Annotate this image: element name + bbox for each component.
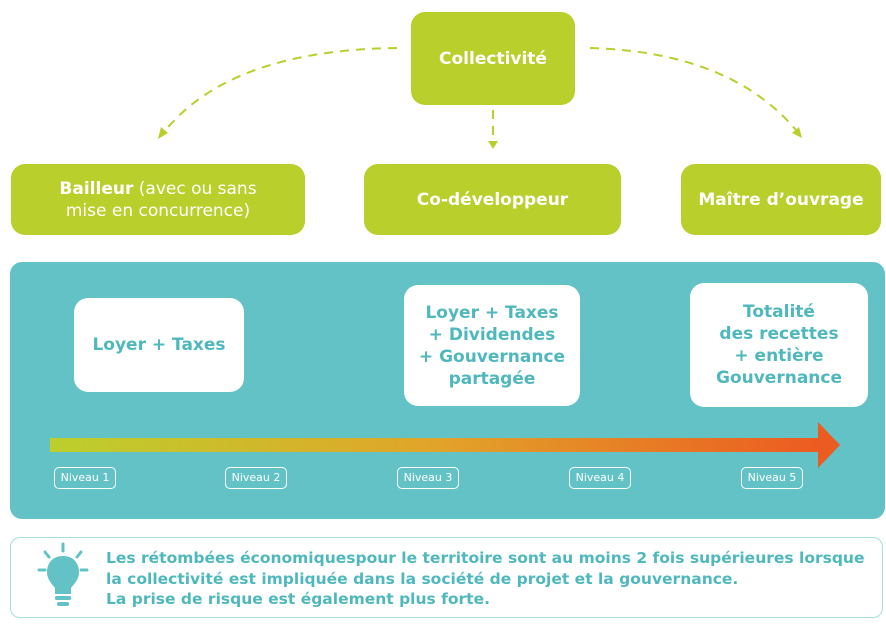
connector-right [589,47,797,131]
role-co-developpeur: Co-développeur [364,164,621,235]
role-bailleur: Bailleur (avec ou sans mise en concurren… [11,164,305,235]
connector-arrows [158,47,802,149]
revenue-box-level1: Loyer + Taxes [74,298,244,392]
progress-arrow-head [818,422,840,468]
arrowhead-middle [488,141,498,149]
progress-arrow [50,438,820,452]
level-badge-2: Niveau 2 [225,467,287,489]
arrowhead-left [158,127,168,139]
info-note: Les rétombées économiquespour le territo… [10,537,883,618]
revenue-box-level5: Totalité des recettes + entière Gouverna… [690,283,868,407]
level-badge-3: Niveau 3 [397,467,459,489]
lightbulb-icon [37,542,89,606]
role-bailleur-text: Bailleur (avec ou sans mise en concurren… [59,178,257,221]
level-badge-1: Niveau 1 [54,467,116,489]
info-note-text: Les rétombées économiquespour le territo… [106,549,865,608]
level-badge-4: Niveau 4 [569,467,631,489]
role-maitre-ouvrage: Maître d’ouvrage [681,164,881,235]
level-badge-5: Niveau 5 [741,467,803,489]
collectivite-node: Collectivité [411,12,575,105]
connector-left [163,47,398,133]
arrowhead-right [792,127,802,138]
revenue-box-level3: Loyer + Taxes + Dividendes + Gouvernance… [404,285,580,406]
